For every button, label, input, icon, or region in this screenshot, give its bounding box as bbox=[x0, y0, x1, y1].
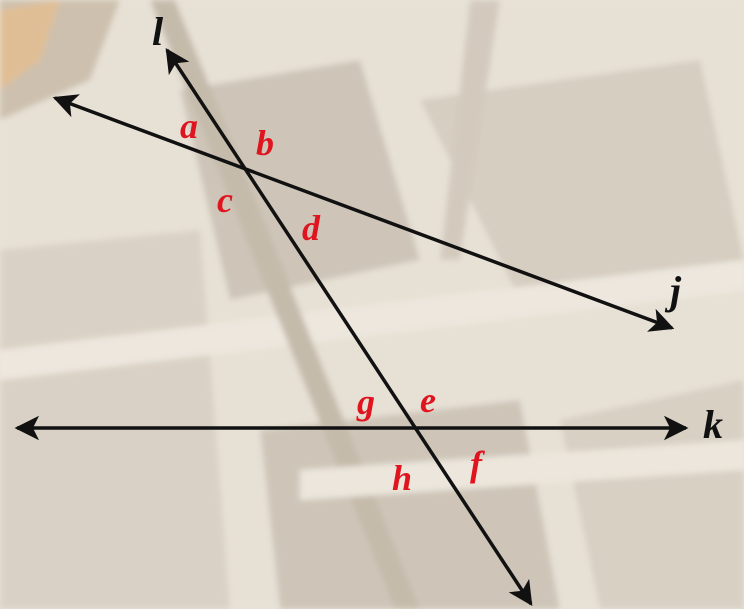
line-k-label: k bbox=[703, 402, 723, 447]
line-l bbox=[165, 47, 533, 607]
angle-d-label: d bbox=[302, 208, 321, 248]
angle-h-label: h bbox=[392, 458, 412, 498]
angle-c-label: c bbox=[217, 180, 233, 220]
angle-b-label: b bbox=[256, 123, 274, 163]
angle-a-label: a bbox=[180, 106, 198, 146]
angle-e-label: e bbox=[420, 380, 436, 420]
line-l-label: l bbox=[152, 9, 164, 54]
angle-g-label: g bbox=[356, 382, 375, 422]
angle-f-label: f bbox=[470, 444, 485, 484]
